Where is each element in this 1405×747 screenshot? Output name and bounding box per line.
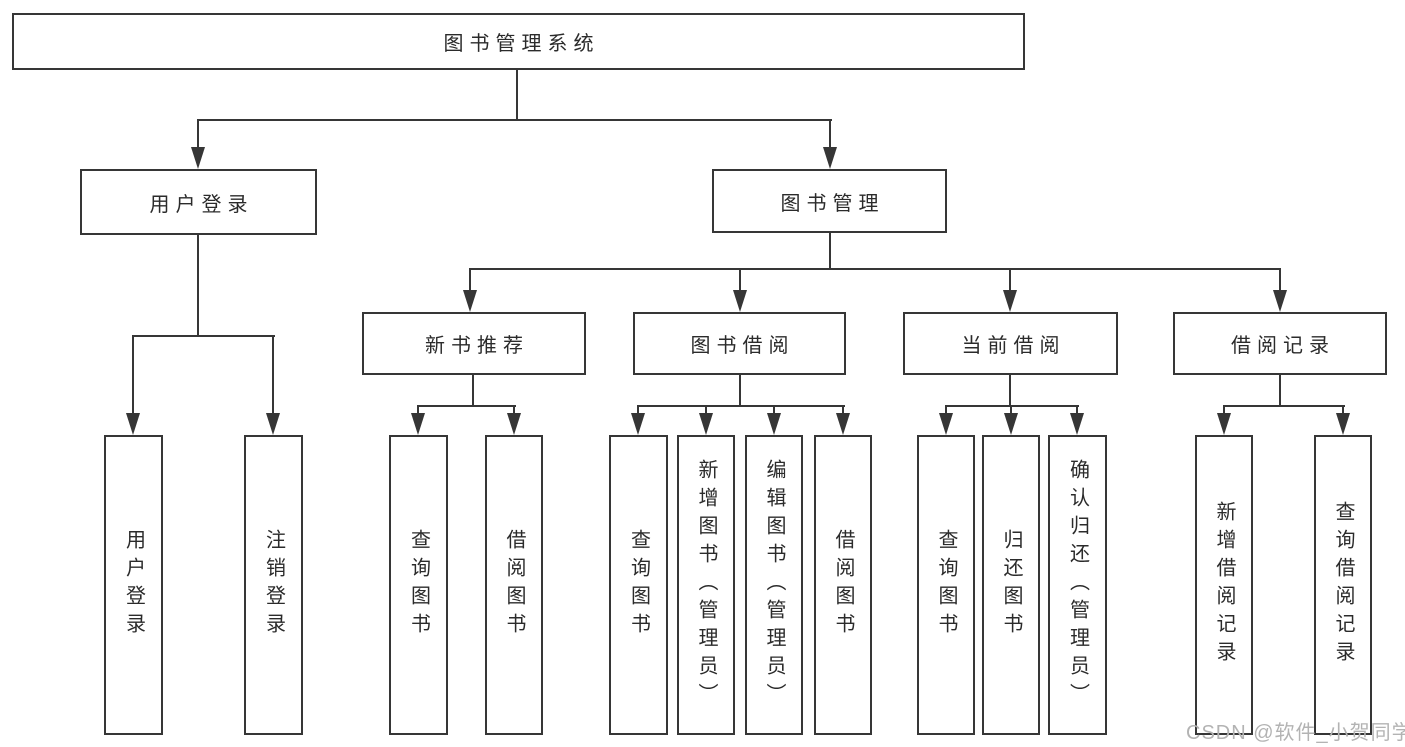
connector-line: [1009, 374, 1011, 407]
connector-line: [417, 405, 516, 407]
arrowhead-down-icon: [631, 413, 645, 435]
node-new-book-recommend-label: 新书推荐: [425, 335, 529, 357]
arrowhead-down-icon: [191, 147, 205, 169]
connector-line: [1223, 405, 1345, 407]
arrowhead-down-icon: [1217, 413, 1231, 435]
connector-line: [739, 268, 741, 294]
leaf-borrow-books-2-label: 借阅图书: [832, 529, 854, 641]
node-book-borrow-label: 图书借阅: [690, 335, 795, 357]
leaf-return-books: 归还图书: [982, 435, 1040, 735]
connector-line: [945, 405, 947, 417]
node-borrow-records: 借阅记录: [1173, 312, 1387, 375]
connector-line: [197, 119, 832, 121]
leaf-borrow-books-2: 借阅图书: [814, 435, 872, 735]
leaf-confirm-return-admin: 确认归还（管理员）: [1048, 435, 1107, 735]
node-borrow-records-label: 借阅记录: [1231, 335, 1335, 357]
node-new-book-recommend: 新书推荐: [362, 312, 586, 375]
leaf-logout-label: 注销登录: [262, 529, 285, 641]
arrowhead-down-icon: [1003, 290, 1017, 312]
connector-line: [1279, 374, 1281, 407]
leaf-add-borrow-record: 新增借阅记录: [1195, 435, 1253, 735]
leaf-query-books-2-label: 查询图书: [627, 529, 650, 641]
connector-line: [829, 119, 831, 152]
arrowhead-down-icon: [939, 413, 953, 435]
leaf-query-borrow-record: 查询借阅记录: [1314, 435, 1372, 735]
connector-line: [739, 374, 741, 407]
connector-line: [470, 268, 1281, 270]
connector-line: [197, 119, 199, 152]
node-current-borrow: 当前借阅: [903, 312, 1118, 375]
arrowhead-down-icon: [411, 413, 425, 435]
leaf-query-books-3-label: 查询图书: [935, 529, 957, 641]
arrowhead-down-icon: [699, 413, 713, 435]
node-book-management: 图书管理: [712, 169, 947, 233]
leaf-edit-books-admin: 编辑图书（管理员）: [745, 435, 803, 735]
leaf-borrow-books-1: 借阅图书: [485, 435, 543, 735]
arrowhead-down-icon: [126, 413, 140, 435]
connector-line: [705, 405, 707, 417]
connector-line: [133, 335, 275, 337]
leaf-query-books-3: 查询图书: [917, 435, 975, 735]
arrowhead-down-icon: [1070, 413, 1084, 435]
connector-line: [829, 232, 831, 270]
leaf-user-login: 用户登录: [104, 435, 163, 735]
arrowhead-down-icon: [836, 413, 850, 435]
node-current-borrow-label: 当前借阅: [961, 335, 1066, 357]
leaf-add-books-admin: 新增图书（管理员）: [677, 435, 735, 735]
connector-line: [472, 374, 474, 407]
connector-line: [1009, 268, 1011, 294]
connector-line: [1279, 268, 1281, 294]
connector-line: [132, 335, 134, 417]
node-user-login-label: 用户登录: [149, 193, 254, 216]
arrowhead-down-icon: [1004, 413, 1018, 435]
leaf-user-login-label: 用户登录: [122, 529, 145, 641]
leaf-add-borrow-record-label: 新增借阅记录: [1213, 501, 1235, 669]
leaf-edit-books-admin-label: 编辑图书（管理员）: [763, 459, 785, 711]
connector-line: [842, 405, 844, 417]
node-root-label: 图书管理系统: [443, 33, 600, 55]
connector-line: [1223, 405, 1225, 417]
leaf-query-borrow-record-label: 查询借阅记录: [1332, 501, 1354, 669]
csdn-watermark: CSDN @软件_小贺同学: [1186, 722, 1405, 744]
leaf-logout: 注销登录: [244, 435, 303, 735]
arrowhead-down-icon: [767, 413, 781, 435]
connector-line: [197, 234, 199, 337]
leaf-query-books-1: 查询图书: [389, 435, 448, 735]
arrowhead-down-icon: [823, 147, 837, 169]
connector-line: [513, 405, 515, 417]
connector-line: [516, 70, 518, 121]
leaf-borrow-books-1-label: 借阅图书: [503, 529, 525, 641]
connector-line: [773, 405, 775, 417]
arrowhead-down-icon: [463, 290, 477, 312]
arrowhead-down-icon: [1273, 290, 1287, 312]
arrowhead-down-icon: [507, 413, 521, 435]
arrowhead-down-icon: [266, 413, 280, 435]
arrowhead-down-icon: [733, 290, 747, 312]
connector-line: [469, 268, 471, 294]
connector-line: [417, 405, 419, 417]
node-book-borrow: 图书借阅: [633, 312, 846, 375]
connector-line: [637, 405, 845, 407]
connector-line: [272, 335, 274, 417]
leaf-query-books-1-label: 查询图书: [407, 529, 430, 641]
leaf-return-books-label: 归还图书: [1000, 529, 1022, 641]
leaf-confirm-return-admin-label: 确认归还（管理员）: [1066, 459, 1089, 711]
connector-line: [1010, 405, 1012, 417]
node-book-management-label: 图书管理: [780, 192, 885, 215]
connector-line: [945, 405, 1079, 407]
node-user-login: 用户登录: [80, 169, 317, 235]
arrowhead-down-icon: [1336, 413, 1350, 435]
connector-line: [1076, 405, 1078, 417]
node-root: 图书管理系统: [12, 13, 1025, 70]
connector-line: [637, 405, 639, 417]
leaf-add-books-admin-label: 新增图书（管理员）: [695, 459, 717, 711]
leaf-query-books-2: 查询图书: [609, 435, 668, 735]
connector-line: [1342, 405, 1344, 417]
